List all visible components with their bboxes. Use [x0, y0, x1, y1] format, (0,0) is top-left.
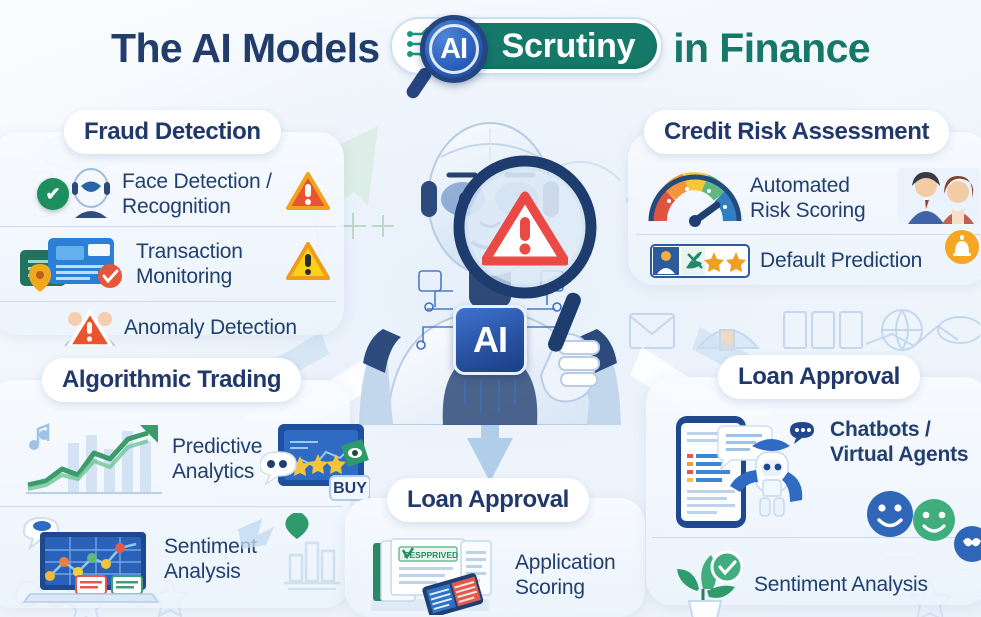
id-cards-icon — [16, 233, 132, 295]
item-label: Chatbots /Virtual Agents — [830, 418, 969, 466]
panel-heading-loan-approval-center: Loan Approval — [387, 478, 589, 522]
panel-heading-credit-risk: Credit Risk Assessment — [644, 110, 950, 154]
profile-rating-icon — [648, 243, 752, 279]
panel-heading-loan-approval-right: Loan Approval — [718, 355, 920, 399]
list-item[interactable]: Chatbots /Virtual Agents — [652, 409, 981, 537]
panel-heading-algorithmic-trading: Algorithmic Trading — [42, 358, 302, 402]
ai-scrutiny-badge: Scrutiny AI — [389, 15, 664, 101]
heading-text: Credit Risk Assessment — [664, 118, 930, 145]
ai-chip-label: AI — [473, 319, 508, 360]
heading-text: Loan Approval — [407, 486, 569, 513]
plant-check-icon — [672, 544, 750, 617]
panel-items: ✔ Face Detection /Recognition — [0, 162, 336, 352]
risk-gauge-icon — [646, 168, 744, 228]
people-photo-icon — [898, 168, 980, 224]
ai-robot-illustration: AI — [345, 95, 635, 426]
list-item[interactable]: Default Prediction — [636, 230, 981, 286]
badge-chip-label: AI — [428, 24, 479, 74]
panel-heading-fraud-detection: Fraud Detection — [64, 110, 281, 154]
buy-signal-screen-icon: BUY — [260, 424, 370, 502]
magnifier-lens: AI — [419, 15, 488, 83]
approved-stamp-text: PESPPRIVED — [404, 550, 458, 560]
warning-triangle-red-icon — [286, 171, 330, 211]
list-item[interactable]: PESPPRIVED — [353, 528, 637, 617]
panel-credit-risk-assessment[interactable]: Credit Risk Assessment — [628, 110, 981, 285]
list-item[interactable]: Anomaly Detection — [0, 301, 336, 352]
heading-text: Loan Approval — [738, 363, 900, 390]
item-label: Sentiment Analysis — [754, 572, 928, 596]
alert-triangle-icon — [482, 191, 568, 266]
list-item[interactable]: ✔ Face Detection /Recognition — [0, 162, 336, 226]
magnifier-icon: AI — [403, 15, 494, 103]
smiley-faces-icon — [864, 486, 981, 578]
heart-bars-icon — [232, 513, 348, 597]
robot-face-icon — [64, 168, 118, 220]
item-label: Face Detection /Recognition — [122, 170, 272, 218]
panel-loan-approval-right[interactable]: Loan Approval — [646, 355, 981, 617]
people-silhouette-icon — [60, 308, 122, 346]
uptrend-chart-icon — [20, 418, 170, 500]
laptop-chart-icon — [16, 513, 162, 605]
heading-text: Algorithmic Trading — [62, 366, 282, 393]
approved-document-icon: PESPPRIVED — [367, 534, 509, 616]
title-part-2: in Finance — [673, 24, 870, 71]
list-item[interactable]: Sentiment Analysis — [652, 491, 981, 617]
panel-fraud-detection[interactable]: Fraud Detection ✔ Face Detection /Recogn… — [0, 110, 344, 346]
ai-chip: AI — [453, 305, 527, 375]
badge-word: Scrutiny — [501, 26, 636, 65]
chatbot-phone-icon — [662, 413, 834, 531]
panel-items: PESPPRIVED — [353, 528, 637, 617]
panel-loan-approval-center[interactable]: Loan Approval PESPPRIVED — [345, 478, 645, 617]
heading-text: Fraud Detection — [84, 118, 261, 145]
item-label: Default Prediction — [760, 249, 923, 272]
check-badge-icon: ✔ — [36, 177, 70, 211]
svg-text:BUY: BUY — [333, 480, 367, 497]
title-part-1: The AI Models — [111, 24, 380, 71]
alert-bell-icon — [944, 229, 980, 265]
item-label: Anomaly Detection — [124, 315, 297, 339]
panel-items: Chatbots /Virtual Agents Sentiment Analy… — [652, 409, 981, 617]
badge-outline: Scrutiny AI — [389, 15, 664, 101]
panel-algorithmic-trading[interactable]: Algorithmic Trading — [0, 358, 370, 611]
panel-body — [0, 132, 344, 335]
page-title: The AI Models Scrutiny — [0, 10, 981, 101]
warning-triangle-yellow-icon — [286, 241, 330, 281]
